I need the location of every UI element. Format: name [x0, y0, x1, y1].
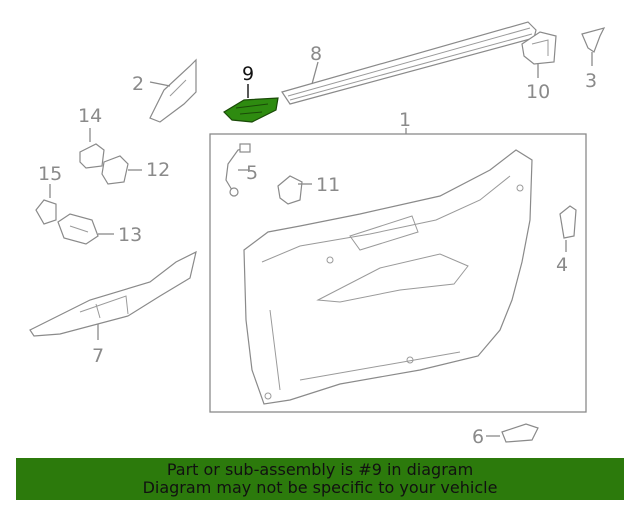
banner-line-1: Part or sub-assembly is #9 in diagram: [166, 460, 474, 479]
callout-5: 5: [246, 162, 258, 184]
part-4-switch[interactable]: [559, 205, 577, 239]
part-1-door-trim-panel[interactable]: [243, 149, 533, 405]
part-10-clip[interactable]: [521, 31, 557, 65]
banner-line-2: Diagram may not be specific to your vehi…: [142, 478, 498, 497]
part-2-garnish[interactable]: [149, 58, 197, 123]
callout-4: 4: [556, 254, 568, 276]
parts-diagram: 8 10 3 2 9 14 12 15: [29, 21, 606, 448]
callout-8: 8: [310, 43, 322, 65]
callout-11: 11: [316, 174, 340, 196]
part-6-clip[interactable]: [501, 423, 539, 443]
part-11[interactable]: [277, 175, 303, 205]
leader-2: [149, 81, 171, 87]
part-9-highlighted[interactable]: [223, 97, 279, 123]
part-5-cable[interactable]: [225, 143, 251, 197]
part-7-armrest[interactable]: [29, 250, 197, 337]
callout-1: 1: [399, 109, 411, 131]
callout-10: 10: [526, 81, 550, 103]
part-8-belt-molding[interactable]: [281, 21, 537, 105]
callout-6: 6: [472, 426, 484, 448]
callout-13: 13: [118, 224, 142, 246]
part-13[interactable]: [57, 213, 99, 245]
callout-14: 14: [78, 105, 102, 127]
callout-12: 12: [146, 159, 170, 181]
callout-7: 7: [92, 345, 104, 367]
leader-8: [311, 61, 319, 85]
part-14[interactable]: [79, 143, 105, 169]
part-1-frame: [209, 133, 587, 413]
part-12[interactable]: [101, 155, 129, 185]
part-info-banner: Part or sub-assembly is #9 in diagram Di…: [16, 458, 624, 500]
callout-2: 2: [132, 73, 144, 95]
callout-3: 3: [585, 70, 597, 92]
part-3-bracket[interactable]: [581, 27, 606, 53]
callout-15: 15: [38, 163, 62, 185]
callout-9: 9: [242, 63, 254, 85]
part-15[interactable]: [35, 199, 57, 225]
